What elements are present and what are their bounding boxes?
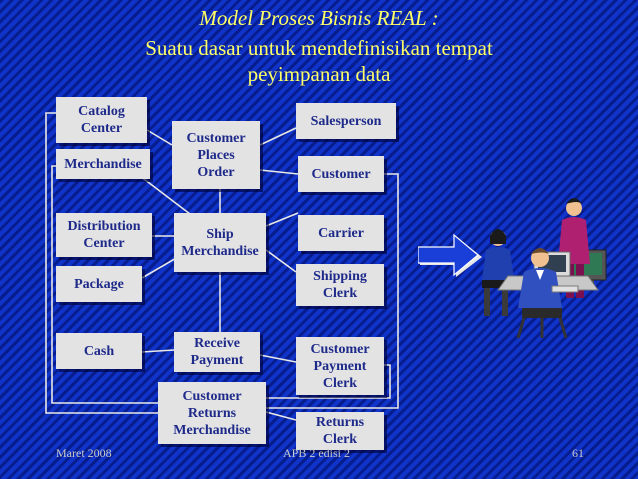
footer-edition: APB 2 edisi 2	[283, 446, 351, 460]
line-merchandise-outer-loop	[51, 165, 158, 404]
distribution-center-box: Distribution Center	[56, 213, 152, 257]
line-customer-outer-loop	[266, 173, 399, 409]
customer-payment-clerk-box: Customer Payment Clerk	[296, 337, 384, 395]
package-box: Package	[56, 266, 142, 302]
ship-merchandise-box: Ship Merchandise	[174, 213, 266, 272]
line-payment-clerk-outer-loop	[266, 364, 391, 399]
customer-returns-merchandise-box: Customer Returns Merchandise	[158, 382, 266, 444]
catalog-center-box: Catalog Center	[56, 97, 147, 143]
line-returns-to-returns-clerk	[265, 411, 297, 421]
footer-date: Maret 2008	[56, 446, 112, 460]
title-line-3: peyimpanan data	[247, 62, 391, 86]
carrier-box: Carrier	[298, 215, 384, 251]
line-merchandise-to-ship	[139, 175, 191, 215]
line-ship-to-carrier	[265, 212, 299, 227]
line-payment-to-payment-clerk	[259, 354, 297, 363]
line-catalog-outer-loop	[45, 112, 158, 414]
arrow-right-icon	[418, 233, 482, 277]
customer-box: Customer	[298, 156, 384, 192]
returns-clerk-box: Returns Clerk	[296, 412, 384, 450]
line-order-to-salesperson	[259, 127, 297, 146]
line-catalog-to-order	[146, 129, 173, 146]
receive-payment-box: Receive Payment	[174, 332, 260, 372]
title-line-1: Model Proses Bisnis REAL :	[199, 6, 439, 30]
salesperson-box: Salesperson	[296, 103, 396, 139]
line-cash-to-payment	[141, 349, 175, 353]
cash-box: Cash	[56, 333, 142, 369]
office-workers-illustration	[482, 198, 607, 339]
line-ship-to-shipping-clerk	[265, 249, 297, 273]
merchandise-box: Merchandise	[56, 149, 150, 179]
title-line-2: Suatu dasar untuk mendefinisikan tempat	[145, 36, 493, 60]
line-order-to-customer	[259, 169, 299, 175]
footer-page-number: 61	[572, 446, 584, 460]
customer-places-order-box: Customer Places Order	[172, 121, 260, 189]
shipping-clerk-box: Shipping Clerk	[296, 264, 384, 306]
